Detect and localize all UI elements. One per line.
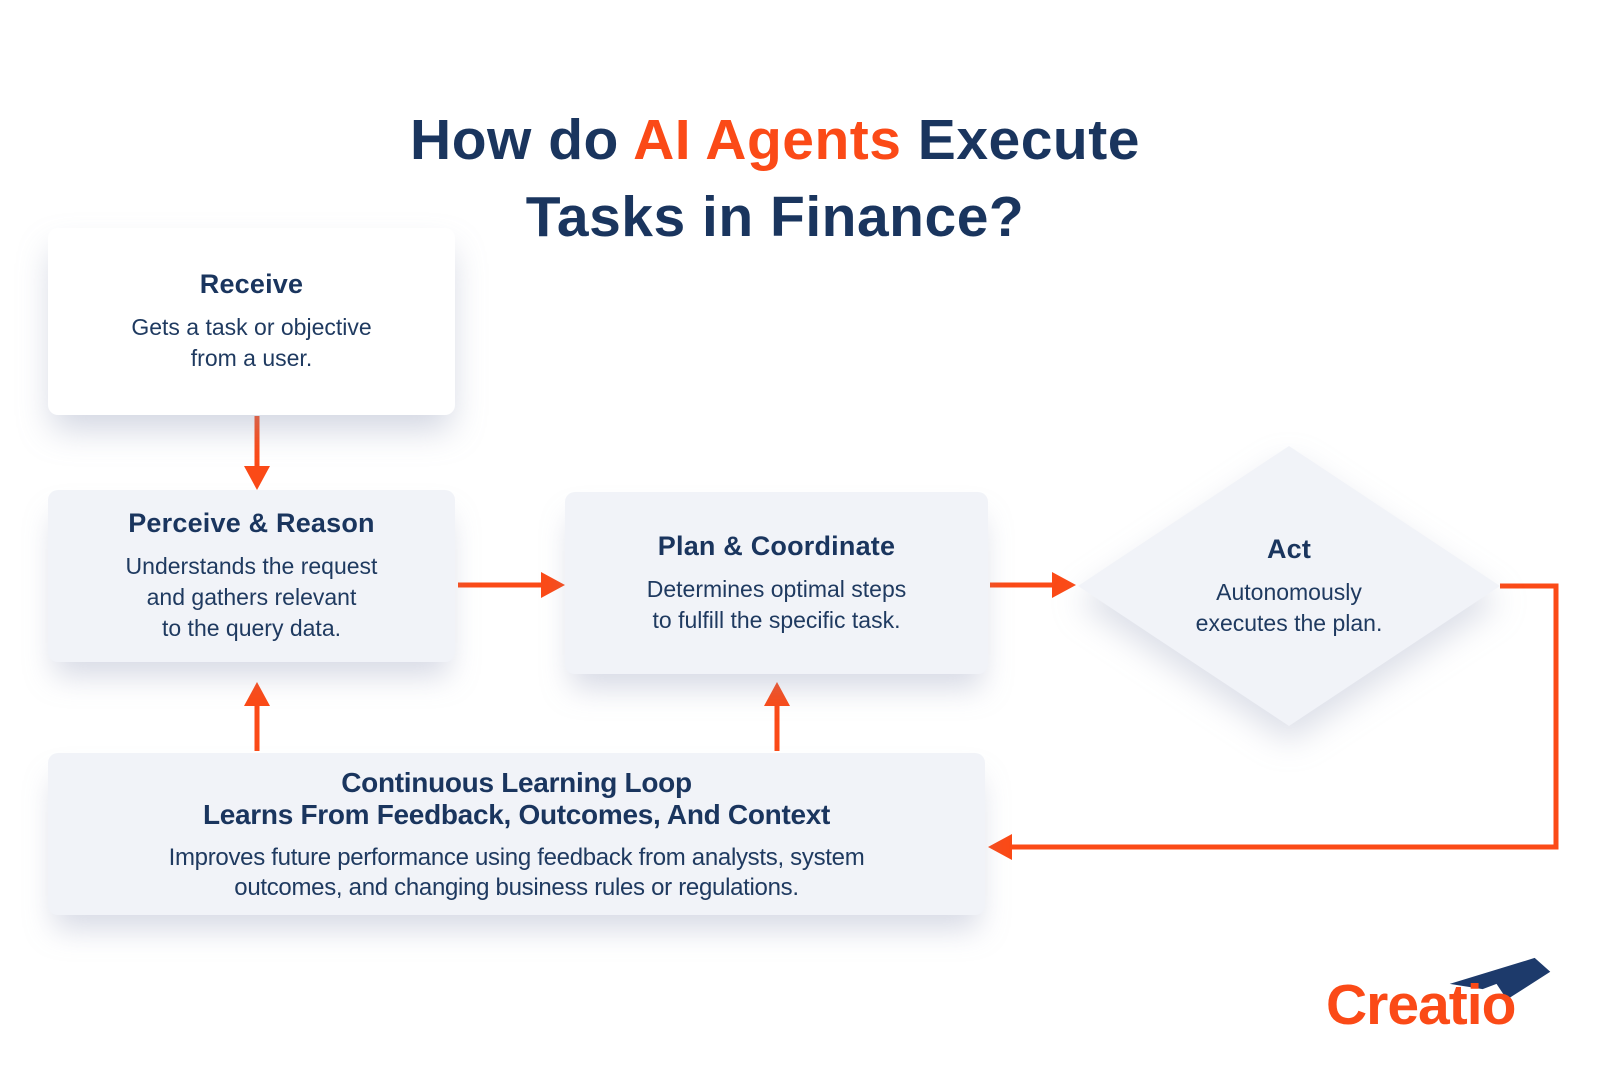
arrow-plan-to-act-icon	[990, 572, 1076, 598]
node-plan-body: Determines optimal steps to fulfill the …	[646, 575, 907, 633]
node-plan-title: Plan & Coordinate	[657, 530, 896, 561]
node-act: Act Autonomously executes the plan.	[1078, 446, 1500, 726]
title-line1-highlight: AI Agents	[633, 108, 902, 173]
node-act-body: Autonomously executes the plan.	[1195, 578, 1383, 636]
title-line1-pre: How do	[410, 108, 634, 173]
node-receive-title: Receive	[199, 269, 304, 299]
node-receive-body: Gets a task or objective from a user.	[131, 314, 372, 371]
node-learning-loop: Continuous Learning Loop Learns From Fee…	[48, 753, 985, 915]
node-plan-coordinate: Plan & Coordinate Determines optimal ste…	[565, 492, 988, 674]
node-act-diamond: Act Autonomously executes the plan.	[1078, 446, 1500, 726]
node-perceive-title: Perceive & Reason	[128, 508, 375, 538]
arrow-loop-to-perceive-icon	[244, 682, 270, 751]
arrow-loop-to-plan-icon	[764, 682, 790, 751]
node-act-title: Act	[1266, 533, 1312, 564]
node-loop-body: Improves future performance using feedba…	[168, 844, 865, 901]
node-perceive-reason: Perceive & Reason Understands the reques…	[48, 490, 455, 662]
arrow-receive-to-perceive-icon	[244, 416, 270, 490]
node-loop-title-line2: Learns From Feedback, Outcomes, And Cont…	[202, 799, 831, 830]
creatio-swoosh-icon	[1449, 957, 1551, 1000]
creatio-wordmark: Creatio	[1326, 973, 1516, 1037]
node-perceive-body: Understands the request and gathers rele…	[125, 553, 378, 641]
title-line2: Tasks in Finance?	[525, 185, 1025, 250]
arrow-perceive-to-plan-icon	[458, 572, 565, 598]
title-line1-post: Execute	[901, 108, 1140, 173]
node-loop-title-line1: Continuous Learning Loop	[341, 767, 692, 798]
node-receive: Receive Gets a task or objective from a …	[48, 228, 455, 415]
creatio-logo: Creatio	[1326, 952, 1558, 1038]
